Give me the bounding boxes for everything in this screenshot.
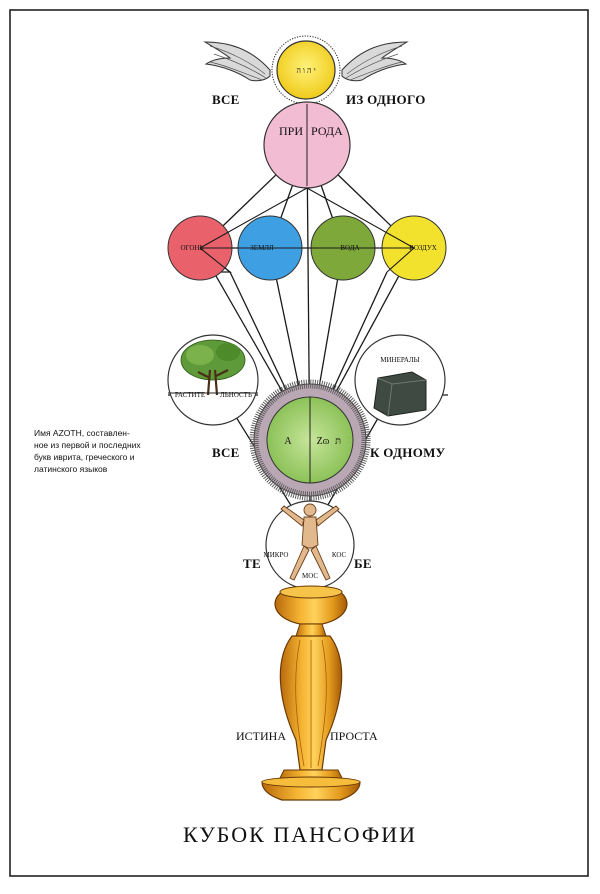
human-figure (280, 503, 340, 581)
label-lower-right: БЕ (354, 556, 372, 571)
micro-label-1: МИКРО (264, 551, 289, 559)
azoth-circle: A Zɷ תּ (249, 379, 371, 501)
nature-label-left: ПРИ (279, 124, 303, 138)
label-stem-right: ПРОСТА (330, 729, 378, 743)
overlay-lines (199, 187, 415, 273)
plants-label-right: ЛЬНОСТЬ (220, 391, 252, 399)
plants-label-left: РАСТИТЕ (175, 391, 205, 399)
label-top-left: ВСЕ (212, 92, 240, 107)
azoth-note: Имя AZOTH, составлен- ное из первой и по… (34, 428, 141, 474)
microcosm-circle: МИКРО КОС МОС (264, 500, 355, 590)
micro-label-3: МОС (302, 572, 318, 580)
label-middle-left: ВСЕ (212, 445, 240, 460)
note-line-4: латинского языков (34, 464, 108, 474)
azoth-z-label: Zɷ (317, 436, 330, 447)
nature-circle: ПРИ РОДА (263, 101, 351, 189)
micro-label-2: КОС (332, 551, 347, 559)
nature-label-right: РОДА (311, 124, 343, 138)
azoth-a-label: A (284, 436, 292, 447)
note-line-2: ное из первой и последних (34, 440, 141, 450)
note-line-3: букв иврита, греческого и (34, 452, 135, 462)
page-title: КУБОК ПАНСОФИИ (183, 822, 417, 847)
minerals-circle: МИНЕРАЛЫ (354, 334, 446, 426)
note-line-1: Имя AZOTH, составлен- (34, 428, 130, 438)
sun-circle: י ה ו ה (271, 35, 341, 105)
page-frame (9, 9, 589, 877)
label-lower-left: ТЕ (243, 556, 261, 571)
minerals-label: МИНЕРАЛЫ (380, 356, 420, 364)
chalice (261, 585, 361, 801)
label-stem-left: ИСТИНА (236, 729, 286, 743)
fire-label: ОГОНЬ (180, 244, 203, 252)
plants-circle: РАСТИТЕ ЛЬНОСТЬ (167, 334, 259, 426)
air-label: ВОЗДУХ (409, 244, 437, 252)
label-top-right: ИЗ ОДНОГО (346, 92, 426, 107)
label-middle-right: К ОДНОМУ (370, 445, 446, 460)
divine-name-label: י ה ו ה (296, 66, 315, 75)
azoth-heb-label: תּ (335, 436, 341, 447)
wings (203, 41, 409, 82)
